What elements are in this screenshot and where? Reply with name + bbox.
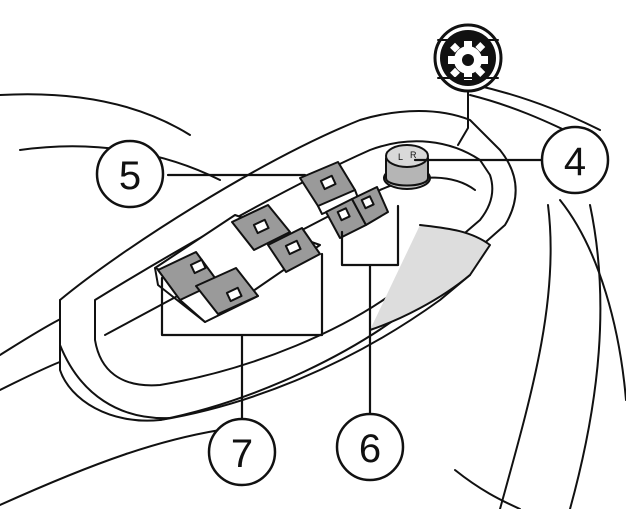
mirror-control-knob: L R [383,144,431,190]
callout-4: 4 [540,125,610,195]
svg-text:4: 4 [564,140,586,184]
leader-lines [160,158,550,420]
mirror-select-switches [325,186,389,239]
leader-7 [160,252,324,420]
power-window-switches [154,204,321,323]
gear-icon [433,23,503,146]
svg-text:7: 7 [231,432,253,476]
svg-text:L: L [398,152,403,162]
svg-text:R: R [410,150,417,160]
callout-5: 5 [95,139,165,209]
svg-text:5: 5 [119,154,141,198]
callout-7: 7 [207,417,277,487]
leader-6 [340,204,400,417]
door-trim-outline [0,84,626,509]
callout-6: 6 [335,412,405,482]
svg-text:6: 6 [359,427,381,471]
